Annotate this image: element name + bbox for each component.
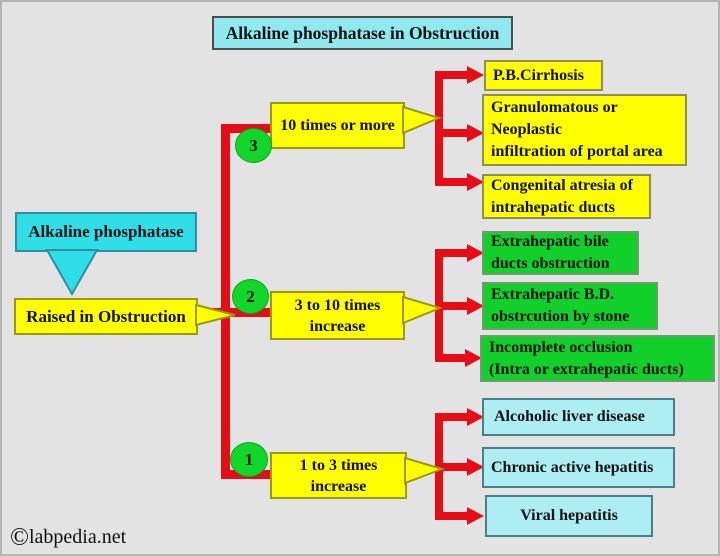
trunk-line	[221, 124, 230, 479]
level-3-number-badge: 3	[235, 128, 272, 163]
cause-box: Viral hepatitis	[485, 495, 653, 537]
cause-box: Granulomatous or Neoplastic infiltration…	[482, 94, 687, 166]
cause-box: Congenital atresia of intrahepatic ducts	[482, 174, 651, 219]
level-2-label: 3 to 10 times increase	[294, 296, 381, 335]
cause-box: Extrahepatic bile ducts obstruction	[482, 231, 639, 275]
result-callout-text: Raised in Obstruction	[26, 306, 186, 326]
level-3-number: 3	[249, 135, 258, 155]
source-callout-text: Alkaline phosphatase	[28, 222, 184, 241]
cause-box: Extrahepatic B.D. obstrcution by stone	[482, 282, 658, 330]
diagram-title-text: Alkaline phosphatase in Obstruction	[225, 22, 500, 43]
cause-text: Congenital atresia of intrahepatic ducts	[491, 176, 633, 216]
level-2-number-badge: 2	[232, 279, 269, 314]
cause-text: P.B.Cirrhosis	[493, 66, 584, 84]
level-2-number: 2	[246, 286, 255, 306]
level-1-label-box: 1 to 3 times increase	[270, 452, 407, 499]
cause-text: Chronic active hepatitis	[491, 458, 654, 476]
cause-text: Alcoholic liver disease	[494, 408, 645, 425]
watermark-text: labpedia.net	[29, 526, 127, 548]
cause-box: P.B.Cirrhosis	[484, 60, 603, 91]
source-callout-tail	[45, 249, 99, 297]
level-3-label-box: 10 times or more	[270, 102, 405, 149]
copyright-icon: ©	[10, 524, 29, 551]
level-1-callout-tail	[404, 456, 446, 485]
level-1-number-badge: 1	[230, 442, 268, 477]
cause-text: Granulomatous or Neoplastic infiltration…	[491, 99, 663, 160]
cause-box: Alcoholic liver disease	[482, 398, 675, 436]
bracket-3	[435, 71, 443, 186]
level-1-number: 1	[244, 449, 254, 469]
source-callout: Alkaline phosphatase	[15, 212, 197, 252]
bracket-2	[435, 249, 443, 362]
bracket-1	[435, 413, 443, 520]
level-2-callout-tail	[402, 295, 444, 325]
cause-text: Incomplete occlusion (Intra or extrahepa…	[489, 338, 684, 378]
cause-box: Chronic active hepatitis	[482, 447, 675, 488]
level-3-label: 10 times or more	[280, 117, 395, 134]
watermark: ©labpedia.net	[10, 524, 126, 552]
level-2-label-box: 3 to 10 times increase	[270, 291, 405, 340]
level-1-label: 1 to 3 times increase	[299, 456, 378, 495]
result-callout-tail	[195, 303, 236, 327]
diagram-title: Alkaline phosphatase in Obstruction	[212, 16, 513, 50]
cause-box: Incomplete occlusion (Intra or extrahepa…	[480, 335, 715, 382]
arrow-icon	[467, 507, 484, 525]
level-3-callout-tail	[402, 105, 442, 135]
cause-text: Extrahepatic B.D. obstrcution by stone	[491, 286, 630, 325]
arrow-icon	[467, 66, 484, 84]
result-callout: Raised in Obstruction	[14, 298, 198, 335]
cause-text: Viral hepatitis	[520, 507, 618, 524]
cause-text: Extrahepatic bile ducts obstruction	[491, 233, 610, 272]
